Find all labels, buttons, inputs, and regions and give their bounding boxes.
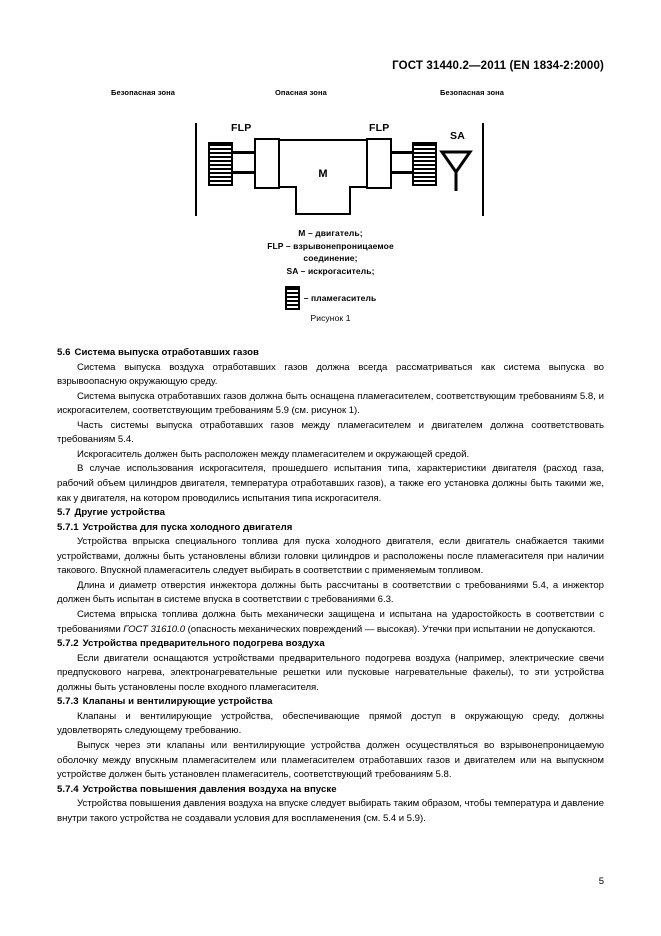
zone-divider-left-line xyxy=(195,123,197,216)
zone-divider-right-line xyxy=(482,123,484,216)
heading-5-7-2-number: 5.7.2 xyxy=(57,638,79,650)
paragraph-5-6-4: Искрогаситель должен быть расположен меж… xyxy=(77,448,470,460)
heading-5-7-2-title: Устройства предварительного подогрева во… xyxy=(82,638,325,650)
legend-item-flp-line1: FLP – взрывонепроницаемое xyxy=(267,240,394,251)
figure-caption: Рисунок 1 xyxy=(310,313,351,323)
paragraph-5-6-1: Система выпуска воздуха отработавших газ… xyxy=(57,361,604,388)
zone-label-left: Безопасная зона xyxy=(111,88,176,97)
flame-arrester-exhaust-icon xyxy=(412,142,437,186)
heading-5-7-3-title: Клапаны и вентилирующие устройства xyxy=(82,696,273,708)
engine-body-upper xyxy=(278,139,368,188)
paragraph-5-6-2: Система выпуска отработавших газов должн… xyxy=(57,390,604,417)
gost-reference-31610-0: ГОСТ 31610.0 xyxy=(123,623,186,635)
page-number: 5 xyxy=(598,876,604,887)
flameproof-joint-left-box xyxy=(254,138,280,189)
heading-5-7-4-number: 5.7.4 xyxy=(57,783,79,795)
flp-caption-right: FLP xyxy=(369,122,390,134)
flp-caption-left: FLP xyxy=(231,122,252,134)
legend-item-spark-arrester: SA – искрогаситель; xyxy=(286,265,375,276)
paragraph-5-7-1-3-pre: Система впрыска топлива должна быть меха… xyxy=(57,608,604,635)
zone-label-middle: Опасная зона xyxy=(275,88,327,97)
figure-1: Безопасная зона Опасная зона Безопасная … xyxy=(57,88,604,216)
pipe-intake-lower xyxy=(231,171,256,174)
paragraph-5-6-3: Часть системы выпуска отработавших газов… xyxy=(57,419,604,446)
paragraph-5-6-5: В случае использования искрогасителя, пр… xyxy=(57,463,604,504)
legend-item-flame-arrester-label: – пламегаситель xyxy=(303,292,377,303)
figure-zone-labels: Безопасная зона Опасная зона Безопасная … xyxy=(57,88,604,104)
heading-5-6-title: Система выпуска отработавших газов xyxy=(74,347,259,358)
engine-schematic-diagram: M FLP FLP SA xyxy=(57,108,604,216)
heading-5-7-title: Другие устройства xyxy=(74,507,166,519)
legend-item-engine: M – двигатель; xyxy=(298,228,363,238)
paragraph-5-7-3-2: Выпуск через эти клапаны или вентилирующ… xyxy=(57,740,604,781)
pipe-exhaust-lower xyxy=(390,171,414,174)
flame-arrester-intake-icon xyxy=(208,142,233,186)
heading-5-7-1-title: Устройства для пуска холодного двигателя xyxy=(82,521,293,533)
paragraph-5-7-3-1: Клапаны и вентилирующие устройства, обес… xyxy=(57,710,604,737)
heading-5-7-number: 5.7 xyxy=(57,507,71,519)
spark-arrester-triangle-icon xyxy=(439,150,473,191)
paragraph-5-7-4-1: Устройства повышения давления воздуха на… xyxy=(57,798,604,824)
legend-item-flp: FLP – взрывонепроницаемое соединение; xyxy=(57,240,604,265)
flame-arrester-legend-icon xyxy=(284,286,300,310)
engine-body-lower xyxy=(295,186,351,215)
legend-item-flp-line2: соединение; xyxy=(303,253,358,263)
heading-5-7-4-title: Устройства повышения давления воздуха на… xyxy=(82,783,337,795)
legend-item-flame-arrester: – пламегаситель xyxy=(57,286,604,310)
paragraph-5-7-1-1: Устройства впрыска специального топлива … xyxy=(57,536,604,577)
heading-5-6-number: 5.6 xyxy=(57,347,71,358)
pipe-intake-upper xyxy=(231,151,256,154)
pipe-exhaust-upper xyxy=(390,151,414,154)
paragraph-5-7-1-3-post: (опасность механических повреждений — вы… xyxy=(185,623,596,635)
heading-5-7-3-number: 5.7.3 xyxy=(57,696,79,708)
paragraph-5-7-2-1: Если двигатели оснащаются устройствами п… xyxy=(57,652,604,693)
zone-label-right: Безопасная зона xyxy=(440,88,505,97)
engine-label-m: M xyxy=(318,168,328,180)
paragraph-5-7-1-3: Система впрыска топлива должна быть меха… xyxy=(57,608,604,637)
heading-5-7-1-number: 5.7.1 xyxy=(57,521,79,533)
paragraph-5-7-1-2: Длина и диаметр отверстия инжектора долж… xyxy=(57,579,604,606)
page-header-standard-ref: ГОСТ 31440.2—2011 (EN 1834-2:2000) xyxy=(392,60,604,72)
flameproof-joint-right-box xyxy=(366,138,392,189)
spark-arrester-caption: SA xyxy=(450,130,465,142)
figure-legend: M – двигатель; FLP – взрывонепроницаемое… xyxy=(57,227,604,310)
